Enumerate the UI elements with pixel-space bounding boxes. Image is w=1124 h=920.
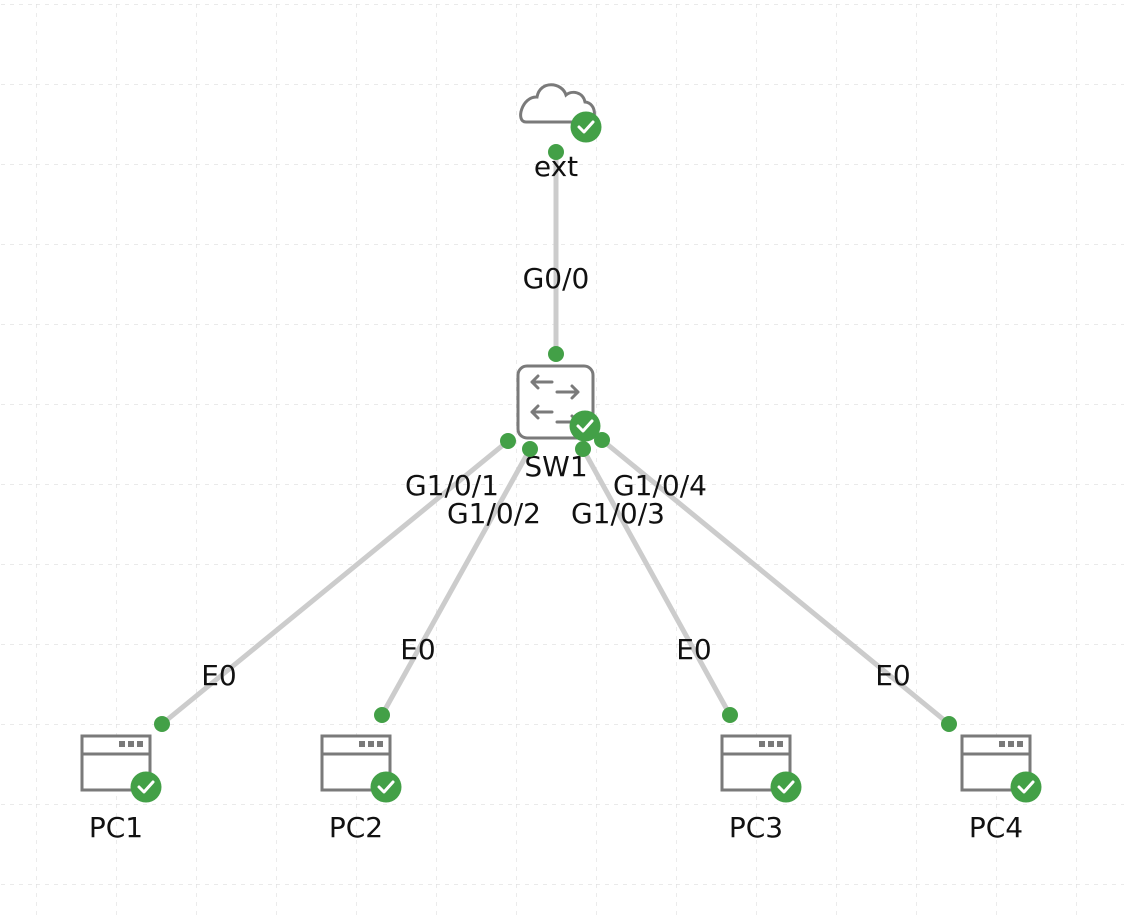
status-ok-icon — [370, 771, 402, 803]
node-pc2[interactable]: PC2 — [320, 734, 402, 844]
port-label-sw1-g1-0-4: G1/0/4 — [613, 469, 707, 502]
node-sw1[interactable]: SW1 — [516, 364, 601, 483]
port-label-sw1-g1-0-3: G1/0/3 — [571, 497, 665, 530]
cloud-icon — [519, 83, 596, 124]
status-ok-icon — [1010, 771, 1042, 803]
node-pc1[interactable]: PC1 — [80, 734, 162, 844]
links-layer — [159, 149, 952, 727]
port-label-pc2-e0: E0 — [400, 633, 436, 666]
port-label-sw1-g0-0: G0/0 — [523, 262, 590, 295]
port-endpoint-pc3-e0[interactable] — [722, 707, 738, 723]
node-pc4[interactable]: PC4 — [960, 734, 1042, 844]
node-pc3[interactable]: PC3 — [720, 734, 802, 844]
port-endpoint-sw1-g1-0-3[interactable] — [575, 441, 591, 457]
node-label-pc2: PC2 — [329, 811, 383, 844]
link-sw1-pc4[interactable] — [599, 437, 952, 727]
link-sw1-pc3[interactable] — [580, 446, 733, 718]
link-sw1-pc2[interactable] — [379, 446, 533, 718]
port-endpoint-sw1-g1-0-1[interactable] — [500, 433, 516, 449]
endpoints-layer — [154, 144, 957, 732]
link-sw1-pc1[interactable] — [159, 438, 511, 727]
port-endpoint-pc1-e0[interactable] — [154, 716, 170, 732]
node-label-pc1: PC1 — [89, 811, 143, 844]
port-label-pc4-e0: E0 — [875, 659, 911, 692]
port-label-pc1-e0: E0 — [201, 659, 237, 692]
port-label-sw1-g1-0-2: G1/0/2 — [447, 497, 541, 530]
status-ok-icon — [569, 410, 601, 442]
status-ok-icon — [570, 111, 602, 143]
node-label-pc3: PC3 — [729, 811, 783, 844]
port-label-sw1-g1-0-1: G1/0/1 — [405, 469, 499, 502]
status-ok-icon — [770, 771, 802, 803]
port-endpoint-pc2-e0[interactable] — [374, 707, 390, 723]
port-endpoint-sw1-g0-0[interactable] — [548, 346, 564, 362]
port-endpoint-pc4-e0[interactable] — [941, 716, 957, 732]
port-label-pc3-e0: E0 — [676, 633, 712, 666]
node-ext[interactable]: ext — [519, 83, 602, 183]
port-endpoint-sw1-g1-0-4[interactable] — [594, 432, 610, 448]
port-labels-layer: G0/0 G1/0/1 G1/0/2 G1/0/3 G1/0/4 E0 E0 E… — [201, 262, 911, 692]
node-label-sw1: SW1 — [524, 450, 587, 483]
port-endpoint-sw1-g1-0-2[interactable] — [522, 441, 538, 457]
port-endpoint-ext[interactable] — [548, 144, 564, 160]
status-ok-icon — [130, 771, 162, 803]
node-label-pc4: PC4 — [969, 811, 1023, 844]
